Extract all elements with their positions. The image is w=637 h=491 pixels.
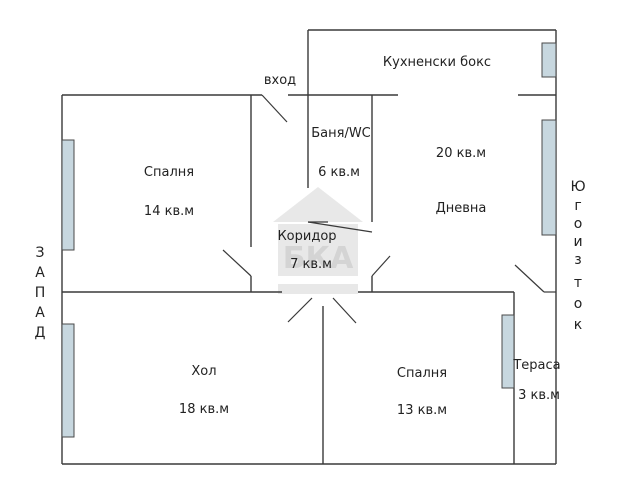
entrance-label: вход (264, 73, 296, 88)
southeast-letter: Ю (570, 179, 585, 195)
corridor-area: 7 кв.м (290, 257, 332, 272)
window-bedroom-left (61, 139, 75, 251)
bath-area: 6 кв.м (318, 165, 360, 180)
terrace-name: Тераса (512, 358, 560, 373)
svg-text:БКА: БКА (283, 241, 354, 276)
corridor-name: Коридор (277, 229, 336, 244)
bedroom-right-area: 13 кв.м (397, 403, 447, 418)
southeast-letter: к (574, 317, 582, 333)
terrace-area: 3 кв.м (518, 388, 560, 403)
hall-name: Хол (191, 364, 216, 379)
west-letter: Д (35, 325, 46, 341)
direction-southeast: Ю г о и з т о к (570, 179, 585, 333)
southeast-letter: о (574, 216, 583, 232)
windows (61, 42, 557, 438)
direction-west: З А П А Д (35, 245, 46, 341)
southeast-letter: г (574, 198, 581, 214)
living-name: Дневна (436, 201, 487, 216)
southeast-letter: и (573, 234, 582, 250)
living-area: 20 кв.м (436, 146, 486, 161)
hall-area: 18 кв.м (179, 402, 229, 417)
window-kitchen (541, 42, 557, 78)
room-labels: вход Кухненски бокс Баня/WC 6 кв.м 20 кв… (144, 55, 561, 418)
doors (222, 94, 556, 324)
bedroom-left-area: 14 кв.м (144, 204, 194, 219)
west-letter: П (35, 285, 46, 301)
southeast-letter: т (574, 275, 582, 291)
walls (61, 29, 557, 465)
bath-name: Баня/WC (311, 126, 371, 141)
kitchen-name: Кухненски бокс (383, 55, 491, 70)
west-letter: З (36, 245, 45, 261)
southeast-letter: о (574, 296, 583, 312)
bedroom-left-name: Спалня (144, 165, 194, 180)
window-bedroom-right (501, 314, 515, 389)
watermark-logo: БКА (273, 187, 363, 294)
southeast-letter: з (574, 252, 581, 268)
west-letter: А (35, 265, 45, 281)
bedroom-right-name: Спалня (397, 366, 447, 381)
window-hall (61, 323, 75, 438)
window-living (541, 119, 557, 236)
west-letter: А (35, 305, 45, 321)
